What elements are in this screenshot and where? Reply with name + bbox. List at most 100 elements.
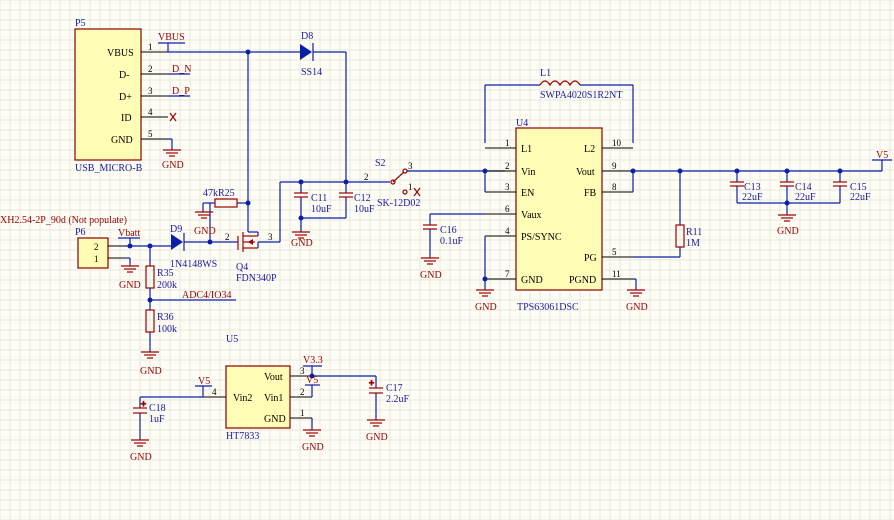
p5-pin3-num: 3 <box>148 86 153 96</box>
l1-designator: L1 <box>540 68 551 79</box>
gnd-symbol-c16 <box>421 257 439 265</box>
r35-value: 200k <box>157 280 177 291</box>
u4-pin-en: EN <box>521 188 534 199</box>
net-v5-vin2: V5 <box>198 376 210 387</box>
c12-designator: C12 <box>354 193 371 204</box>
u4-pin-l2: L2 <box>584 144 595 155</box>
u5-pin2-num: 2 <box>300 387 305 397</box>
r11-value: 1M <box>686 238 700 249</box>
gnd-label-pgnd: GND <box>626 302 648 313</box>
gnd-symbol-c17 <box>367 419 385 427</box>
gnd-label-c11: GND <box>291 238 313 249</box>
l1-value: SWPA4020S1R2NT <box>540 90 622 101</box>
c18-value: 1uF <box>149 414 165 425</box>
s2-designator: S2 <box>375 158 386 169</box>
gnd-label-c18: GND <box>130 452 152 463</box>
s2-lever[interactable] <box>392 171 405 183</box>
gnd-symbol-u5 <box>303 429 321 437</box>
c18-designator: C18 <box>149 403 166 414</box>
u4-pin1-num: 1 <box>505 138 510 148</box>
r36-designator: R36 <box>157 312 174 323</box>
p6-body[interactable] <box>77 237 109 269</box>
u5-pin-vout: Vout <box>264 372 283 383</box>
p5-pin1-num: 1 <box>148 42 153 52</box>
u5-pin1-num: 1 <box>300 408 305 418</box>
u5-pin-vin2: Vin2 <box>233 393 252 404</box>
u4-pin8-num: 8 <box>612 182 617 192</box>
d9-diode[interactable] <box>171 233 185 251</box>
gnd-label-c17: GND <box>366 432 388 443</box>
r36-value: 100k <box>157 324 177 335</box>
c13-designator: C13 <box>744 182 761 193</box>
c15-designator: C15 <box>850 182 867 193</box>
gnd-label-r25: GND <box>194 226 216 237</box>
u4-pin-gnd: GND <box>521 275 543 286</box>
net-d-p: D_P <box>172 86 190 97</box>
gnd-symbol-r25 <box>195 211 213 219</box>
u5-pin-vin1: Vin1 <box>264 393 283 404</box>
gnd-symbol-pgnd <box>627 289 645 297</box>
p5-pin4-num: 4 <box>148 107 153 117</box>
u5-pin4-num: 4 <box>212 387 217 397</box>
q4-pin3-num: 3 <box>268 232 273 242</box>
u4-value: TPS63061DSC <box>517 302 579 313</box>
u4-pin-pg: PG <box>584 253 597 264</box>
gnd-label-u4: GND <box>475 302 497 313</box>
d8-diode[interactable] <box>300 43 314 61</box>
gnd-symbol-p6 <box>121 265 139 273</box>
c17-polarity: + <box>369 378 374 388</box>
p6-designator: P6 <box>75 227 86 238</box>
gnd-symbol-c14 <box>778 214 796 222</box>
c17-designator: C17 <box>386 383 403 394</box>
u4-pin7-num: 7 <box>505 269 510 279</box>
p5-designator: P5 <box>75 18 86 29</box>
c15-value: 22uF <box>850 192 871 203</box>
net-v3v3: V3.3 <box>303 355 323 366</box>
d8-value: SS14 <box>301 67 322 78</box>
gnd-symbol-p5 <box>163 149 181 157</box>
gnd-symbol-u4 <box>476 289 494 297</box>
u4-pin3-num: 3 <box>505 182 510 192</box>
u5-body[interactable] <box>225 365 291 429</box>
net-vbatt: Vbatt <box>118 228 140 239</box>
r25-designator: R25 <box>218 188 235 199</box>
u5-pin-gnd: GND <box>264 414 286 425</box>
u4-body[interactable] <box>515 127 603 291</box>
net-adc4: ADC4/IO34 <box>182 290 231 301</box>
net-v5-out: V5 <box>876 150 888 161</box>
net-v5-vin1: V5 <box>306 375 318 386</box>
c17-value: 2.2uF <box>386 394 410 405</box>
u4-pin5-num: 5 <box>612 247 617 257</box>
c11-designator: C11 <box>311 193 327 204</box>
gnd-label-u5: GND <box>302 442 324 453</box>
u4-pin-fb: FB <box>584 188 597 199</box>
s2-pin3-num: 3 <box>408 161 413 171</box>
u4-designator: U4 <box>516 118 528 129</box>
u4-pin4-num: 4 <box>505 226 510 236</box>
c16-value: 0.1uF <box>440 236 464 247</box>
p5-value: USB_MICRO-B <box>75 163 143 174</box>
gnd-label-r36: GND <box>140 366 162 377</box>
s2-pin2-num: 2 <box>364 172 369 182</box>
p5-pin3-name: D+ <box>119 92 132 103</box>
c18-polarity: + <box>141 399 146 409</box>
gnd-label-c14: GND <box>777 226 799 237</box>
d9-value: 1N4148WS <box>170 259 217 270</box>
u4-pin-l1: L1 <box>521 144 532 155</box>
c14-value: 22uF <box>795 192 816 203</box>
l1-coil[interactable] <box>539 80 581 87</box>
u4-pin-pgnd: PGND <box>569 275 596 286</box>
d9-designator: D9 <box>170 224 182 235</box>
p5-body[interactable] <box>74 28 142 161</box>
net-vbus: VBUS <box>158 32 185 43</box>
u5-value: HT7833 <box>226 431 259 442</box>
s2-pin1-num: 1 <box>408 182 413 192</box>
p5-pin4-name: ID <box>121 113 132 124</box>
d8-designator: D8 <box>301 31 313 42</box>
p5-pin5-num: 5 <box>148 129 153 139</box>
r35-designator: R35 <box>157 268 174 279</box>
q4-mosfet[interactable] <box>237 232 258 252</box>
s2-contact-1 <box>402 189 408 195</box>
p6-header-label: XH2.54-2P_90d (Not populate) <box>0 215 127 226</box>
